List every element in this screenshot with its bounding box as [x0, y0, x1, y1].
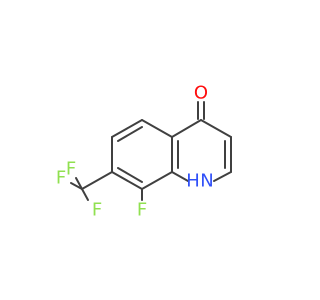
nitrogen-label: N [200, 171, 213, 192]
bond-c5-c6 [111, 119, 143, 138]
bond-c7-cf3 [81, 171, 113, 190]
fluorine-8-label: F [137, 200, 147, 221]
bond-c5-c6-double [117, 126, 143, 142]
bond-n1-c8a [171, 171, 189, 182]
cf3-fluorine-left-label: F [56, 168, 66, 189]
cf3-fluorine-top-label: F [66, 159, 76, 180]
bond-cf3-f-bottom [81, 188, 89, 201]
bond-c2-n1 [213, 171, 232, 182]
bonds [70, 101, 232, 201]
atom-labels: O N H F F F F [56, 83, 214, 221]
oxygen-label: O [194, 83, 208, 104]
bond-cf3-f-top [75, 177, 83, 190]
bond-c7-c8-double [117, 167, 143, 183]
molecule-structure: O N H F F F F [56, 83, 232, 221]
bond-cf3-f-left [70, 182, 83, 190]
nitrogen-hydrogen-label: H [186, 171, 200, 192]
bond-c8-c8a [141, 171, 173, 190]
bond-c4a-c4 [171, 119, 202, 138]
bond-c7-c8 [111, 171, 143, 190]
cf3-fluorine-bottom-label: F [92, 200, 102, 221]
bond-c4-c3 [200, 119, 232, 138]
bond-c4a-c5 [141, 119, 173, 138]
